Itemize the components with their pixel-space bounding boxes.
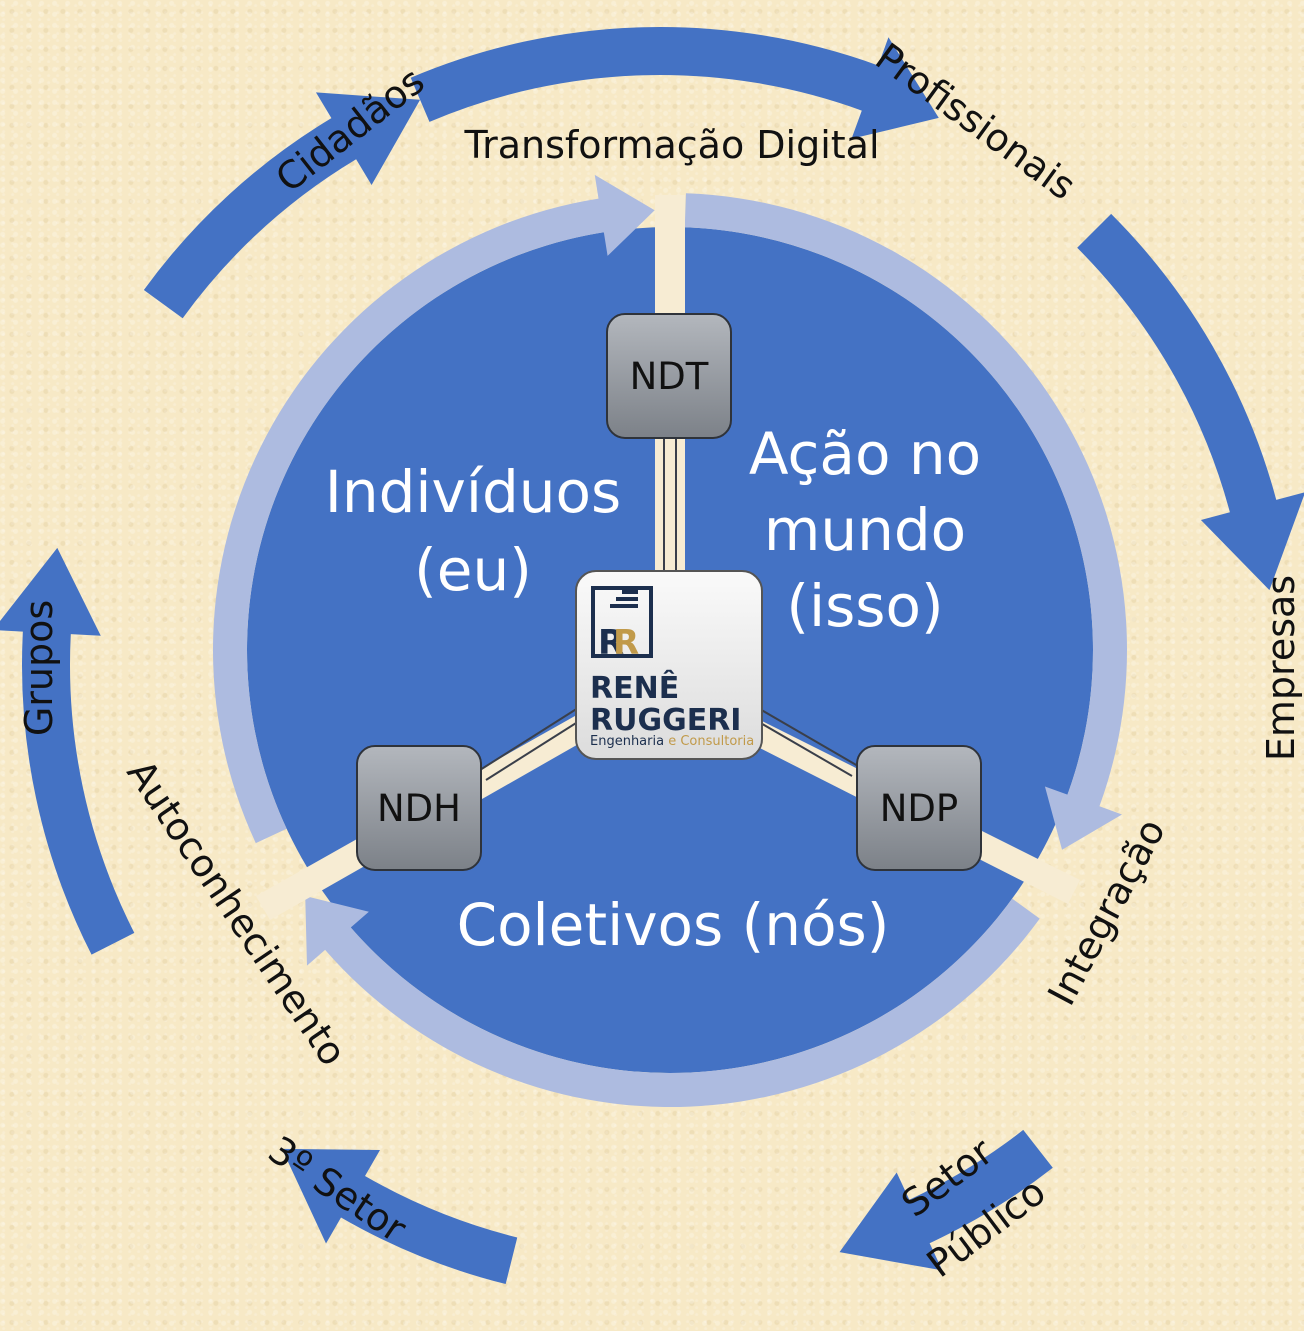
outer-cycle-arrow [143, 92, 421, 319]
svg-text:R: R [598, 623, 624, 663]
node-ndt: NDT [606, 313, 732, 439]
acao-label-line2: mundo [764, 496, 966, 564]
node-ndp: NDP [856, 745, 982, 871]
rr-monogram-icon: R R [591, 586, 653, 663]
integracao-label: Integração [1039, 811, 1174, 1012]
node-ndt-label: NDT [630, 355, 709, 398]
cidadaos-label: Cidadãos [268, 59, 433, 201]
individuos-sub-label: (eu) [414, 536, 532, 604]
node-ndh-label: NDH [377, 787, 461, 830]
svg-text:R: R [613, 623, 639, 663]
empresas-label: Empresas [1259, 575, 1303, 761]
outer-cycle-arrow [0, 547, 135, 955]
acao-label-line1: Ação no [749, 420, 981, 488]
terceiro-setor-label: 3º Setor [261, 1128, 415, 1252]
rene-ruggeri-logo: R R RENÊ RUGGERI Engenharia e Consultori… [575, 570, 763, 760]
coletivos-label: Coletivos (nós) [457, 891, 890, 959]
inner-cycle-arrow [684, 193, 1128, 850]
inner-cycle-arrow [213, 174, 655, 844]
acao-label-line3: (isso) [786, 572, 943, 640]
logo-tagline: Engenharia e Consultoria [590, 734, 754, 749]
node-ndp-label: NDP [880, 787, 958, 830]
outer-arrow-ring [0, 27, 1304, 1285]
outer-cycle-arrow [839, 1129, 1053, 1271]
grupos-label: Grupos [17, 600, 61, 736]
node-ndh: NDH [356, 745, 482, 871]
inner-cycle-arrow [305, 896, 1040, 1107]
individuos-label: Indivíduos [325, 458, 622, 526]
transformacao-digital-label: Transformação Digital [463, 123, 879, 167]
outer-cycle-arrow [1077, 213, 1304, 591]
logo-name-line2: RUGGERI [590, 703, 741, 738]
outer-cycle-arrow [410, 27, 939, 139]
logo-name-line1: RENÊ [590, 670, 679, 706]
outer-cycle-arrow [281, 1148, 518, 1285]
